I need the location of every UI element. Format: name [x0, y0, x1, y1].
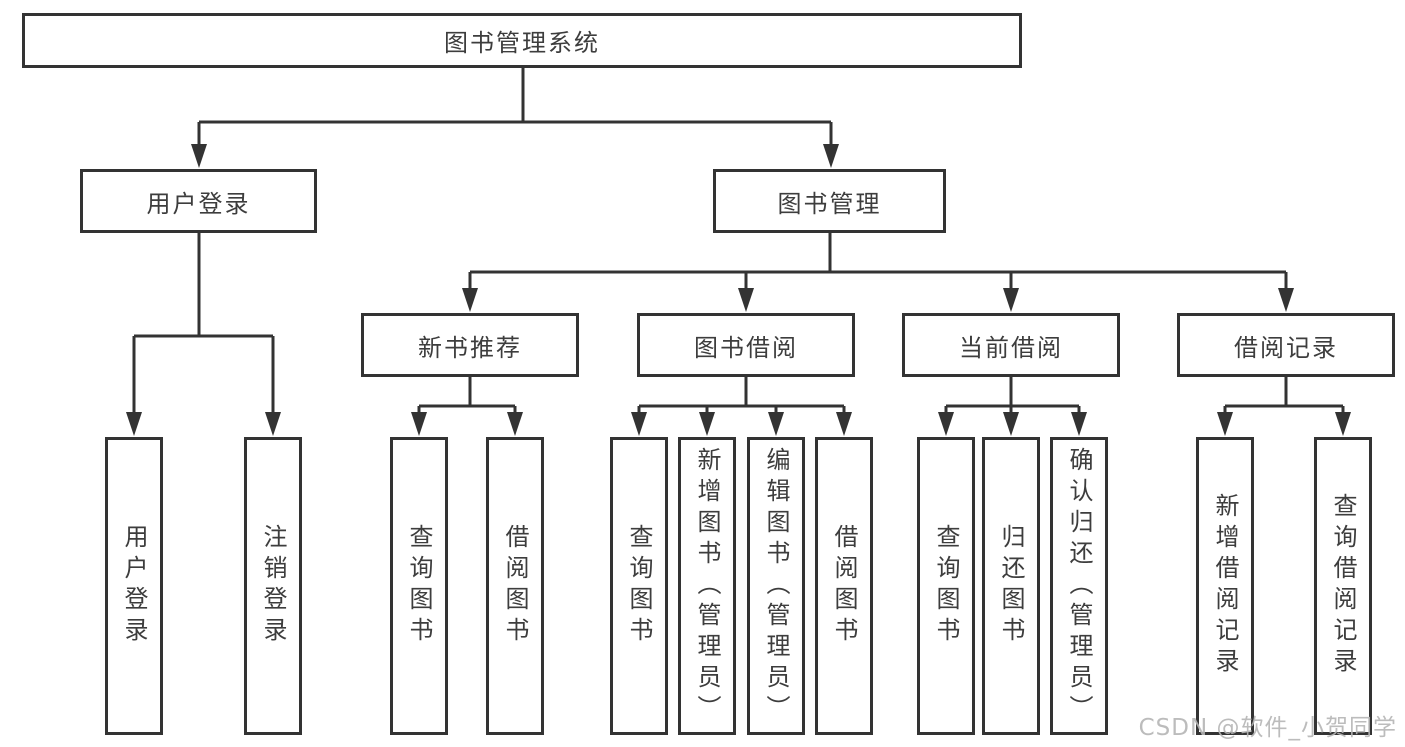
leaf-add-books-admin: 新增图书（管理员） — [678, 437, 736, 735]
node-book-borrowing: 图书借阅 — [637, 313, 855, 377]
leaf-label: 查询图书 — [932, 524, 960, 648]
csdn-watermark: CSDN @软件_小贺同学 — [1138, 715, 1397, 741]
node-label: 图书管理 — [777, 189, 882, 218]
leaf-borrow-books-newbook: 借阅图书 — [486, 437, 544, 735]
node-library-management-system: 图书管理系统 — [22, 13, 1022, 68]
arrowhead — [738, 288, 754, 312]
leaf-query-books-current: 查询图书 — [917, 437, 975, 735]
arrowhead — [126, 412, 142, 436]
arrowhead — [1003, 288, 1019, 312]
arrowhead — [823, 144, 839, 168]
leaf-label: 查询图书 — [405, 524, 433, 648]
arrowhead — [1217, 412, 1233, 436]
node-new-book-recommendation: 新书推荐 — [361, 313, 579, 377]
arrowhead — [411, 412, 427, 436]
leaf-label: 新增图书（管理员） — [693, 446, 721, 726]
leaf-logout: 注销登录 — [244, 437, 302, 735]
leaf-user-login: 用户登录 — [105, 437, 163, 735]
node-label: 图书借阅 — [694, 333, 798, 362]
node-current-borrowing: 当前借阅 — [902, 313, 1120, 377]
node-borrowing-records: 借阅记录 — [1177, 313, 1395, 377]
leaf-label: 注销登录 — [259, 524, 287, 648]
leaf-confirm-return-admin: 确认归还（管理员） — [1050, 437, 1108, 735]
leaf-query-books-newbook: 查询图书 — [390, 437, 448, 735]
leaf-label: 查询图书 — [625, 524, 653, 648]
arrowhead — [462, 288, 478, 312]
arrowhead — [631, 412, 647, 436]
leaf-query-books-borrowing: 查询图书 — [610, 437, 668, 735]
node-label: 新书推荐 — [418, 333, 522, 362]
node-label: 借阅记录 — [1234, 333, 1338, 362]
leaf-borrow-books-borrowing: 借阅图书 — [815, 437, 873, 735]
leaf-edit-books-admin: 编辑图书（管理员） — [747, 437, 805, 735]
arrowhead — [768, 412, 784, 436]
arrowhead — [191, 144, 207, 168]
arrowhead — [1278, 288, 1294, 312]
arrowhead — [507, 412, 523, 436]
leaf-label: 查询借阅记录 — [1329, 493, 1357, 679]
node-label: 当前借阅 — [959, 333, 1063, 362]
leaf-label: 归还图书 — [997, 524, 1025, 648]
arrowhead — [836, 412, 852, 436]
leaf-return-books: 归还图书 — [982, 437, 1040, 735]
arrowhead — [265, 412, 281, 436]
arrowhead — [1335, 412, 1351, 436]
arrowhead — [1071, 412, 1087, 436]
leaf-add-borrow-record: 新增借阅记录 — [1196, 437, 1254, 735]
leaf-label: 新增借阅记录 — [1211, 493, 1239, 679]
leaf-label: 确认归还（管理员） — [1065, 446, 1093, 726]
node-label: 用户登录 — [146, 189, 251, 218]
leaf-label: 借阅图书 — [830, 524, 858, 648]
node-user-login: 用户登录 — [80, 169, 317, 233]
node-label: 图书管理系统 — [444, 29, 600, 57]
leaf-label: 编辑图书（管理员） — [762, 446, 790, 726]
arrowhead — [1003, 412, 1019, 436]
arrowhead — [938, 412, 954, 436]
leaf-label: 用户登录 — [120, 524, 148, 648]
node-book-management: 图书管理 — [713, 169, 946, 233]
arrowhead — [699, 412, 715, 436]
leaf-query-borrow-record: 查询借阅记录 — [1314, 437, 1372, 735]
leaf-label: 借阅图书 — [501, 524, 529, 648]
